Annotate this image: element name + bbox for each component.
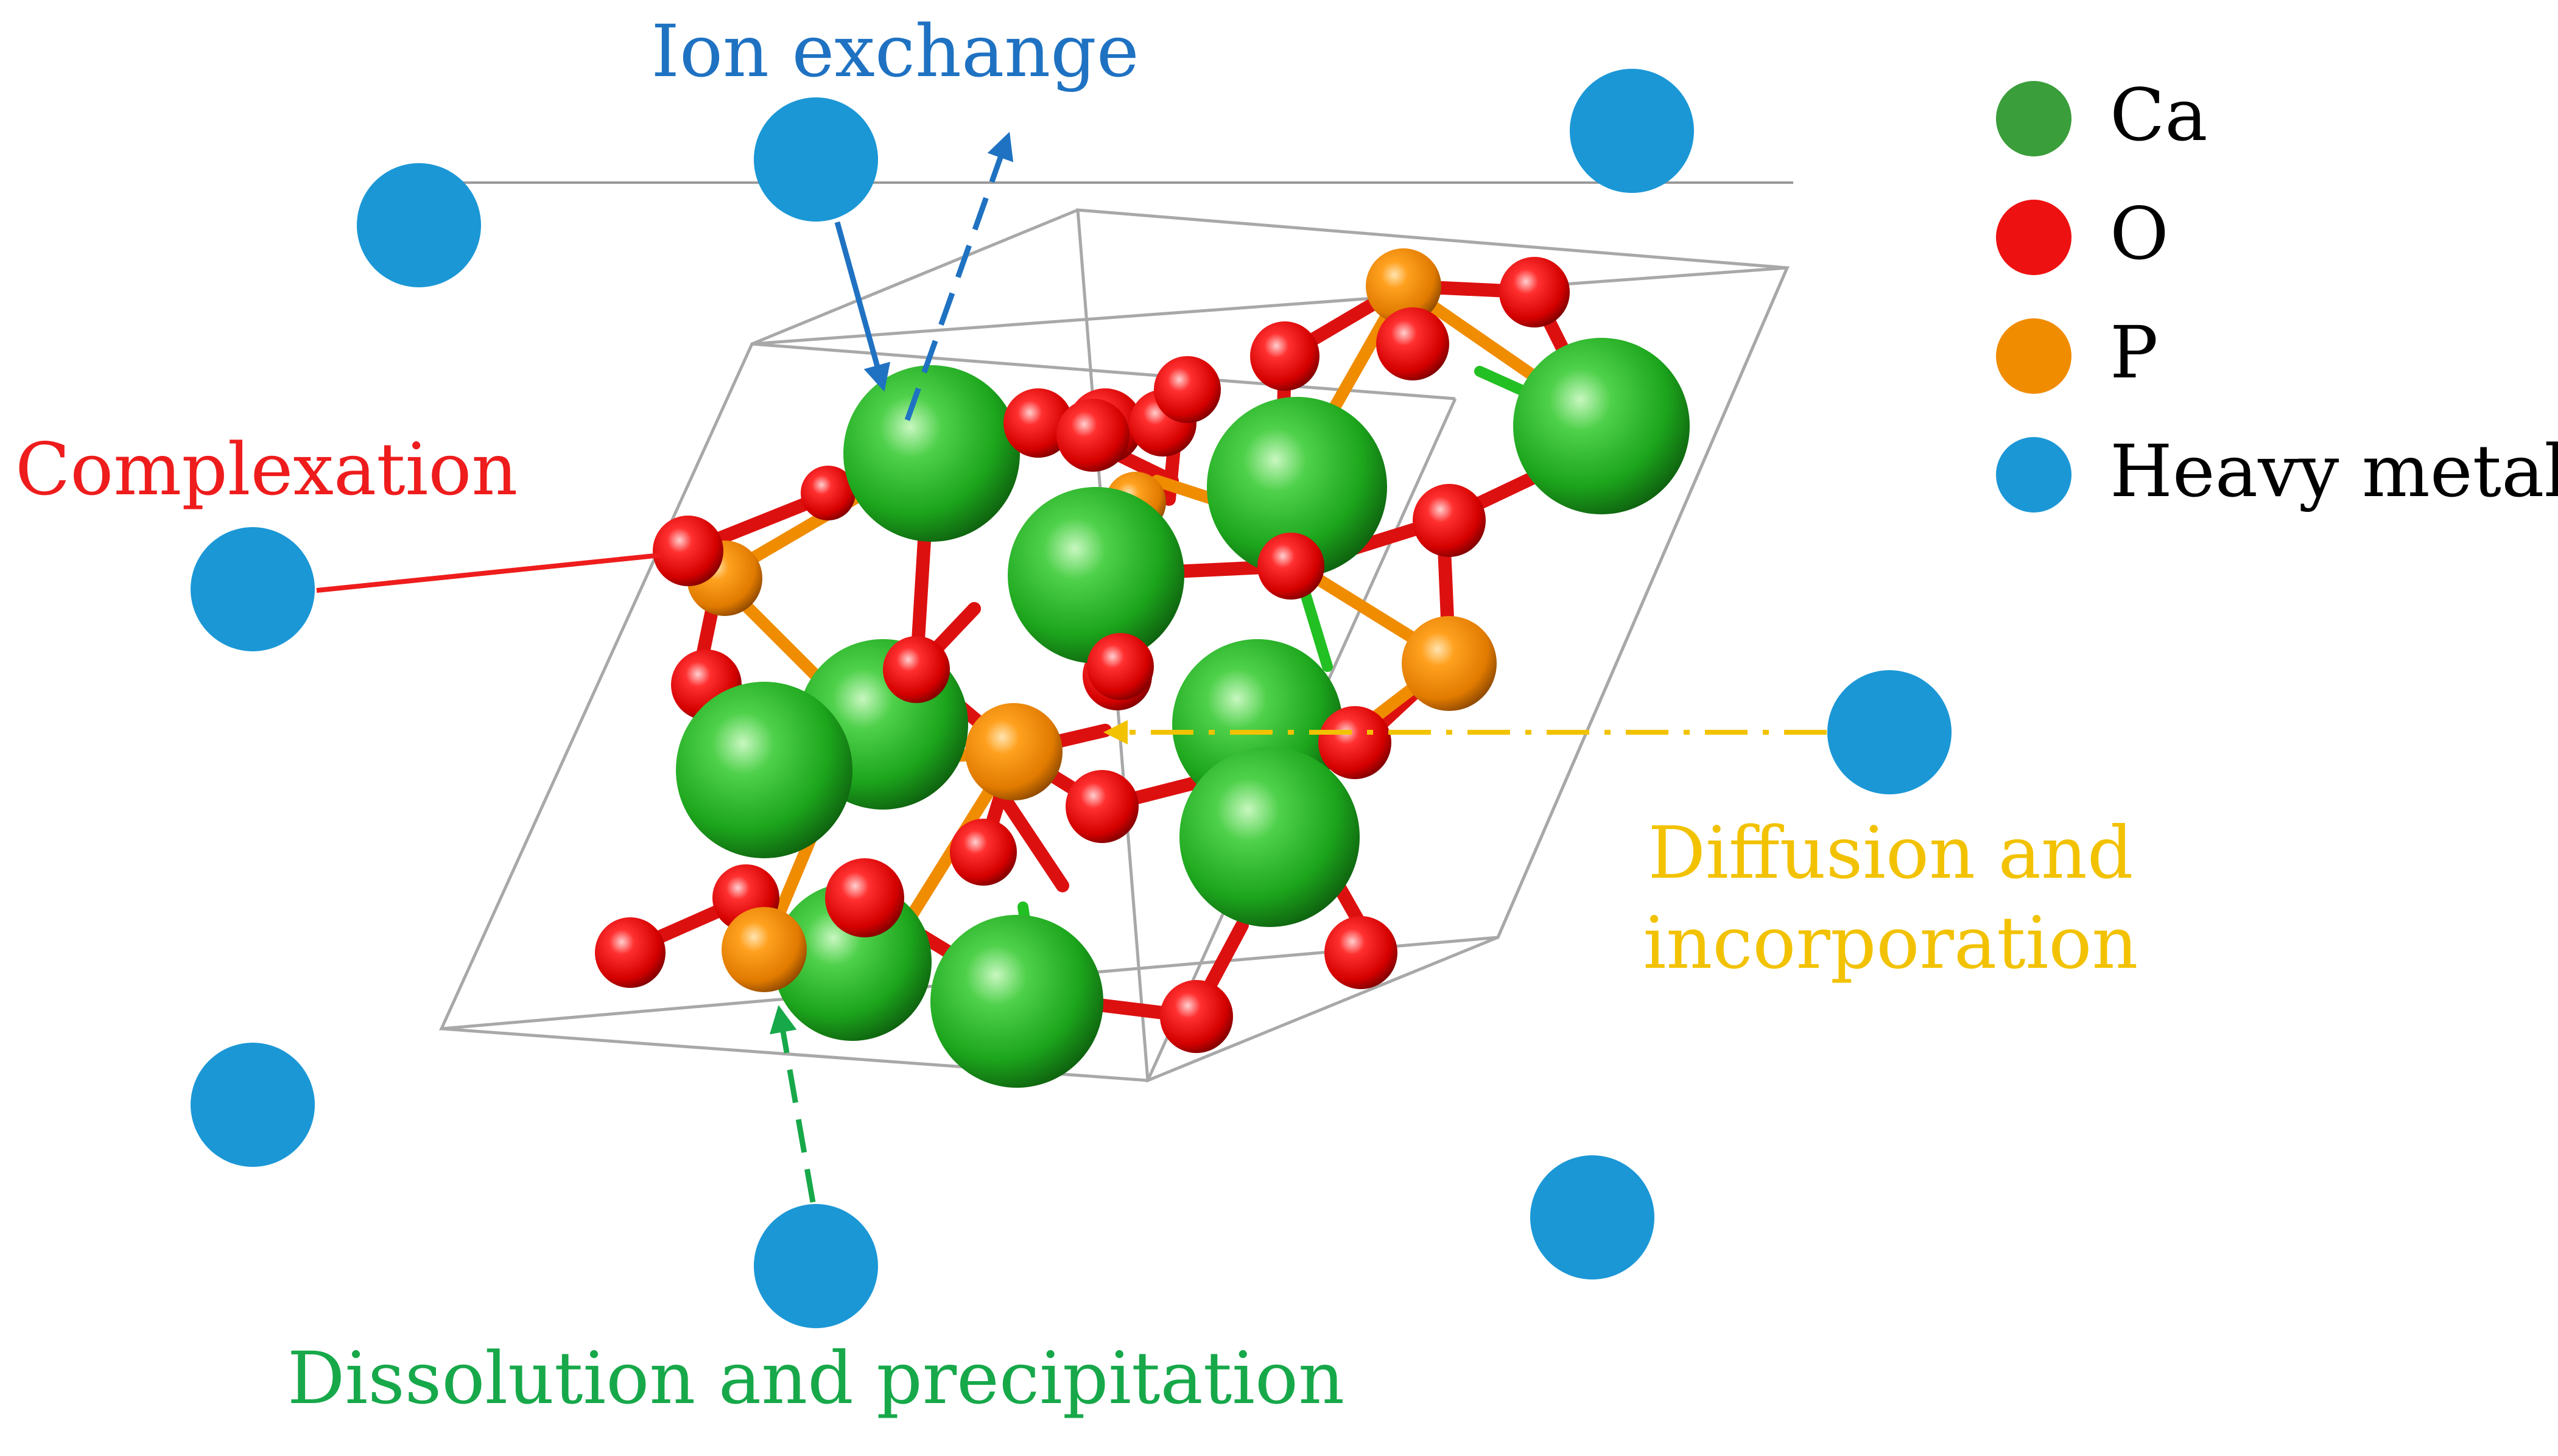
- oxygen-atom: [883, 636, 950, 703]
- heavy-metal-ion: [754, 97, 878, 222]
- phosphorus-atom: [1402, 616, 1497, 711]
- mechanism-arrows: [316, 131, 1827, 1203]
- heavy-metal-ion: [191, 527, 315, 651]
- atoms-middle: [653, 248, 1690, 720]
- legend-item-o: O: [1996, 192, 2169, 276]
- oxygen-atom: [1376, 307, 1449, 380]
- legend-swatch-p: [1996, 318, 2071, 394]
- legend-item-ca: Ca: [1996, 73, 2208, 157]
- heavy-metal-ion: [191, 1043, 315, 1167]
- oxygen-atom: [1499, 257, 1570, 327]
- legend: Ca O P Heavy metal: [1996, 73, 2558, 513]
- heavy-metal-ion: [1827, 670, 1952, 794]
- oxygen-atom: [1087, 633, 1154, 700]
- oxygen-atom: [653, 516, 723, 586]
- legend-swatch-heavy-metal: [1996, 437, 2071, 513]
- oxygen-atom: [1250, 321, 1319, 391]
- legend-swatch-ca: [1996, 81, 2071, 156]
- oxygen-atom: [801, 466, 856, 520]
- oxygen-atom: [1324, 916, 1397, 989]
- legend-label-p: P: [2110, 310, 2158, 394]
- calcium-atom: [1179, 747, 1360, 927]
- heavy-metal-ion: [1530, 1155, 1654, 1279]
- phosphorus-atom: [965, 703, 1063, 800]
- diffusion-label-line1: Diffusion and: [1648, 811, 2134, 895]
- legend-label-o: O: [2110, 192, 2169, 276]
- phosphorus-atom: [722, 907, 807, 992]
- heavy-metal-ion: [357, 163, 481, 287]
- diffusion-label-line2: incorporation: [1643, 901, 2138, 985]
- calcium-atom: [1207, 397, 1387, 577]
- oxygen-atom: [1257, 533, 1324, 600]
- oxygen-atom: [1413, 484, 1486, 557]
- calcium-atom: [930, 915, 1103, 1088]
- calcium-atom: [1513, 338, 1690, 514]
- legend-label-ca: Ca: [2110, 73, 2208, 157]
- oxygen-atom: [1066, 770, 1139, 843]
- calcium-atom: [676, 682, 852, 858]
- legend-label-heavy-metal: Heavy metal: [2110, 429, 2558, 513]
- legend-item-heavy-metal: Heavy metal: [1996, 429, 2558, 513]
- oxygen-atom: [1154, 356, 1221, 423]
- calcium-atom: [1008, 487, 1184, 663]
- complexation-line: [316, 553, 661, 593]
- dissolution-arrow: [770, 1005, 816, 1203]
- legend-swatch-o: [1996, 200, 2071, 275]
- dissolution-label: Dissolution and precipitation: [287, 1336, 1344, 1420]
- oxygen-atom: [1003, 388, 1073, 458]
- complexation-label: Complexation: [15, 427, 518, 511]
- oxygen-atom: [950, 819, 1017, 886]
- heavy-metal-ions: [191, 69, 1952, 1328]
- mechanism-labels: Ion exchange Complexation Diffusion and …: [15, 9, 2138, 1420]
- heavy-metal-ion: [754, 1204, 878, 1328]
- oxygen-atom: [825, 858, 904, 937]
- ion-exchange-label: Ion exchange: [651, 9, 1139, 93]
- ion-exchange-arrow-in: [834, 221, 891, 392]
- oxygen-atom: [595, 917, 666, 988]
- phosphorus-atom: [1366, 248, 1441, 324]
- oxygen-atom: [1056, 399, 1130, 472]
- calcium-atom: [843, 365, 1020, 542]
- heavy-metal-ion: [1570, 69, 1694, 193]
- atoms-front: [595, 639, 1397, 1088]
- legend-item-p: P: [1996, 310, 2158, 394]
- oxygen-atom: [1160, 980, 1233, 1053]
- oxygen-atom: [1318, 706, 1391, 779]
